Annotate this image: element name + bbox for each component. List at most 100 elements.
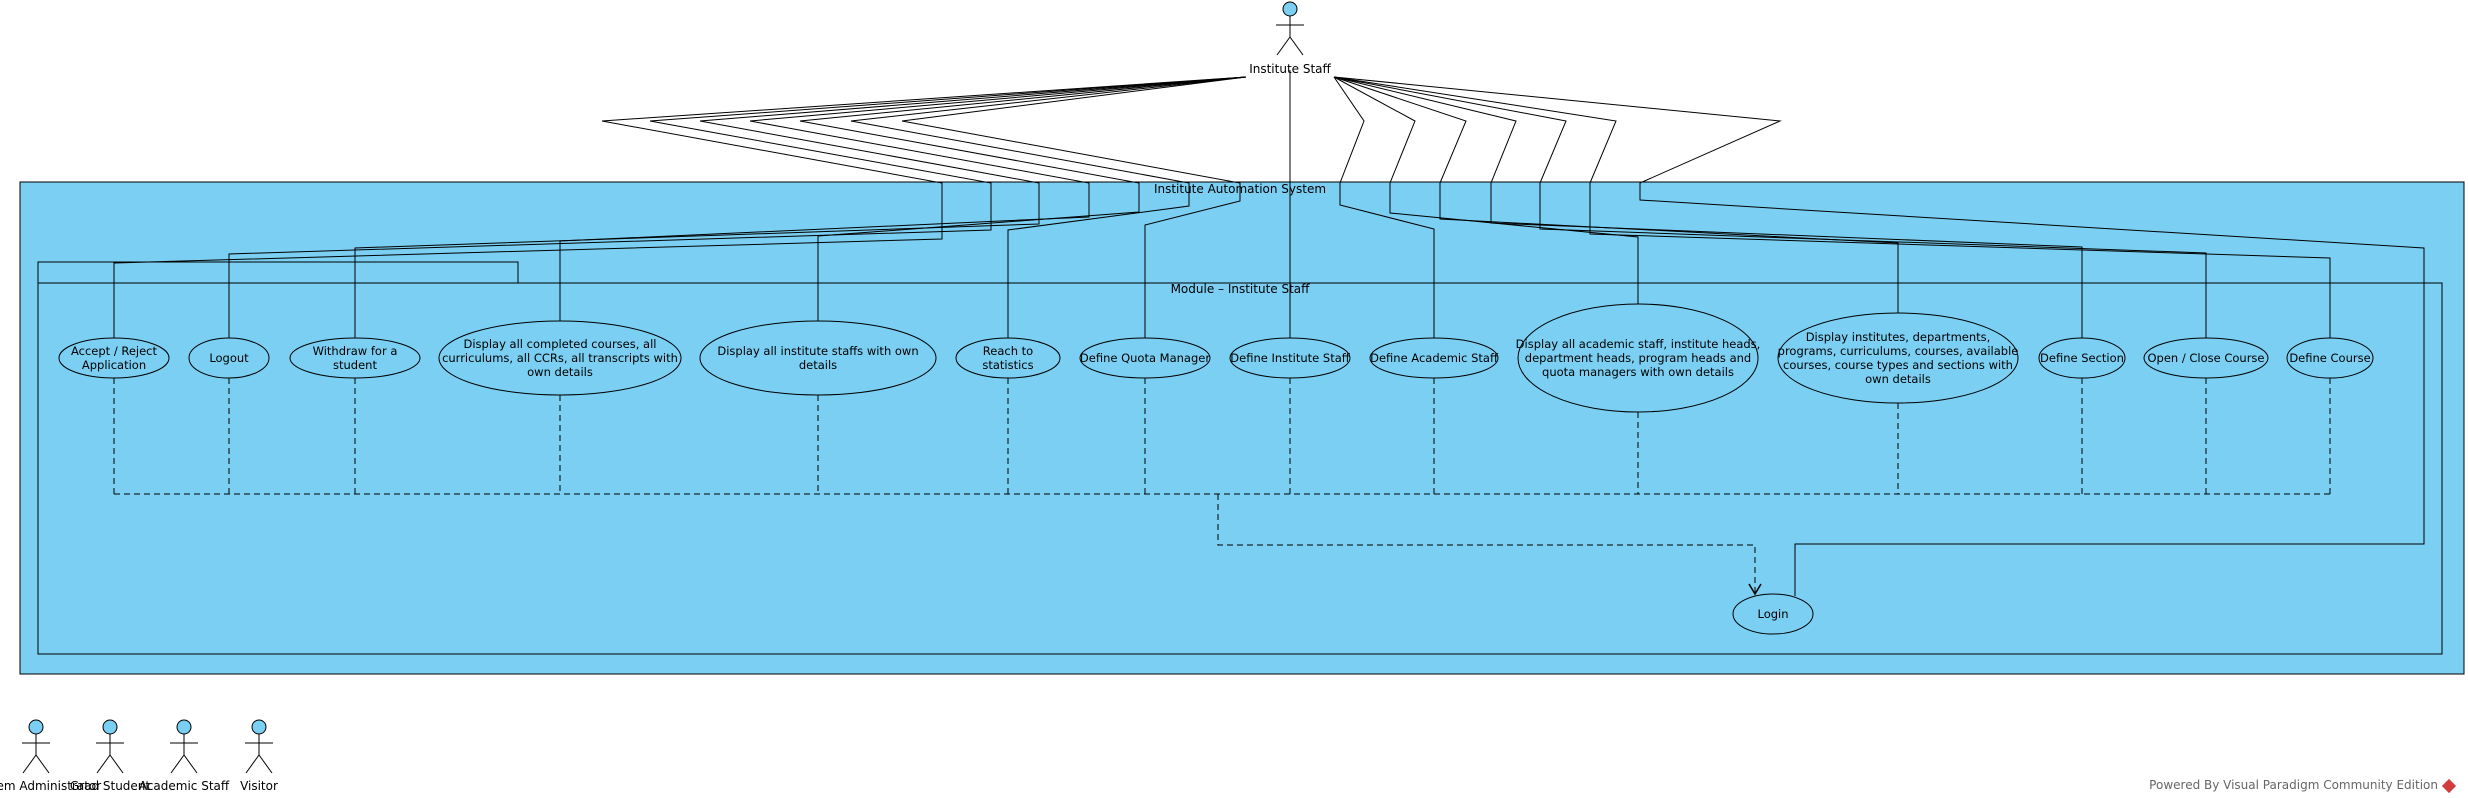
use-case-open-close-course-label: Open / Close Course	[2147, 351, 2264, 365]
actor-label: Institute Staff	[1249, 62, 1331, 76]
use-case-display-completed-courses-label: curriculums, all CCRs, all transcripts w…	[442, 351, 678, 365]
use-case-define-institute-staff: Define Institute Staff	[1229, 337, 1351, 379]
use-case-login: Login	[1732, 593, 1814, 635]
use-case-define-course-label: Define Course	[2289, 351, 2370, 365]
use-case-define-academic-staff-label: Define Academic Staff	[1370, 351, 1499, 365]
use-case-display-institute-staffs-label: Display all institute staffs with own	[717, 344, 918, 358]
use-case-display-academic-staff-heads-shape	[1517, 303, 1759, 413]
use-case-display-institutes-departments-label: Display institutes, departments,	[1806, 330, 1991, 344]
use-case-open-close-course-shape	[2143, 337, 2269, 379]
actor-leg-right	[1289, 36, 1304, 56]
actor-academic-staff: Academic Staff	[139, 719, 230, 793]
association-line	[1333, 76, 1639, 304]
association-line	[354, 76, 1247, 338]
use-case-define-institute-staff-label: Define Institute Staff	[1230, 351, 1350, 365]
use-case-define-section: Define Section	[2038, 337, 2126, 379]
use-case-display-academic-staff-heads-label: Display all academic staff, institute he…	[1516, 337, 1761, 351]
use-case-define-course-shape	[2286, 337, 2374, 379]
use-case-display-institutes-departments-label: programs, curriculums, courses, availabl…	[1778, 344, 2019, 358]
footer: Powered By Visual Paradigm Community Edi…	[2149, 778, 2457, 793]
association-line	[1333, 76, 2083, 338]
actor-leg-right	[183, 754, 198, 774]
association-line	[799, 76, 1247, 321]
actor-head-icon	[28, 719, 44, 735]
actor-institute-staff: Institute Staff	[1249, 1, 1332, 76]
use-case-accept-reject-application-label: Application	[82, 358, 146, 372]
actor-label: Grad Student	[70, 779, 151, 793]
use-case-logout: Logout	[188, 337, 270, 379]
use-case-display-institutes-departments-label: courses, course types and sections with	[1783, 358, 2013, 372]
use-case-open-close-course: Open / Close Course	[2143, 337, 2269, 379]
use-case-display-academic-staff-heads: Display all academic staff, institute he…	[1516, 303, 1761, 413]
association-line	[1333, 76, 1899, 313]
association-line	[1333, 76, 2207, 338]
actor-label: Visitor	[240, 779, 278, 793]
actor-label: Academic Staff	[139, 779, 230, 793]
include-arrowhead	[1748, 583, 1762, 596]
actor-leg-left	[22, 754, 37, 774]
actor-leg-right	[109, 754, 124, 774]
actor-grad-student: Grad Student	[70, 719, 151, 793]
use-case-define-quota-manager: Define Quota Manager	[1079, 337, 1211, 379]
association-line	[850, 76, 1247, 338]
use-case-reach-statistics-shape	[955, 337, 1061, 379]
use-case-define-section-label: Define Section	[2040, 351, 2124, 365]
use-case-display-completed-courses-label: Display all completed courses, all	[464, 337, 657, 351]
actor-head-icon	[251, 719, 267, 735]
use-case-accept-reject-application-shape	[58, 337, 170, 379]
use-case-login-shape	[1732, 593, 1814, 635]
use-case-display-completed-courses: Display all completed courses, allcurric…	[438, 320, 682, 396]
use-case-define-course: Define Course	[2286, 337, 2374, 379]
use-case-logout-label: Logout	[209, 351, 249, 365]
use-case-display-completed-courses-shape	[438, 320, 682, 396]
association-line	[559, 76, 1247, 321]
association-line	[228, 76, 1247, 338]
use-case-display-academic-staff-heads-label: quota managers with own details	[1542, 365, 1734, 379]
use-case-display-institute-staffs-shape	[699, 320, 937, 396]
module-label: Module – Institute Staff	[1171, 282, 1311, 296]
use-case-display-institutes-departments: Display institutes, departments,programs…	[1777, 312, 2019, 404]
actor-label: System Administrator	[0, 779, 101, 793]
use-case-display-academic-staff-heads-label: department heads, program heads and	[1525, 351, 1751, 365]
include-to-login	[1217, 494, 1756, 594]
association-line	[1333, 76, 2331, 338]
association-line	[113, 76, 1247, 338]
actor-system-administrator: System Administrator	[0, 719, 101, 793]
actor-leg-right	[258, 754, 273, 774]
use-case-define-section-shape	[2038, 337, 2126, 379]
use-case-define-quota-manager-shape	[1079, 337, 1211, 379]
actor-head-icon	[1282, 1, 1298, 17]
use-case-reach-statistics-label: Reach to	[983, 344, 1033, 358]
actor-leg-right	[35, 754, 50, 774]
use-case-define-institute-staff-shape	[1229, 337, 1351, 379]
actor-head-icon	[176, 719, 192, 735]
actor-leg-left	[96, 754, 111, 774]
actor-visitor: Visitor	[240, 719, 278, 793]
use-case-accept-reject-application-label: Accept / Reject	[71, 344, 158, 358]
association-line-login	[1333, 76, 2425, 596]
use-case-withdraw-student-label: Withdraw for a	[313, 344, 398, 358]
actor-leg-left	[245, 754, 260, 774]
association-line	[1333, 76, 1435, 338]
actor-head-icon	[102, 719, 118, 735]
footer-text: Powered By Visual Paradigm Community Edi…	[2149, 778, 2438, 792]
use-case-withdraw-student-label: student	[333, 358, 377, 372]
use-case-logout-shape	[188, 337, 270, 379]
use-case-display-institute-staffs: Display all institute staffs with owndet…	[699, 320, 937, 396]
actor-leg-left	[170, 754, 185, 774]
use-case-login-label: Login	[1757, 607, 1788, 621]
system-boundary	[19, 181, 2465, 675]
use-case-withdraw-student-shape	[289, 337, 421, 379]
actor-leg-left	[1276, 36, 1291, 56]
use-case-reach-statistics-label: statistics	[982, 358, 1033, 372]
visual-paradigm-logo-icon	[2441, 778, 2457, 793]
use-case-display-institute-staffs-label: details	[799, 358, 837, 372]
use-case-display-institutes-departments-label: own details	[1865, 372, 1931, 386]
association-line	[901, 76, 1247, 338]
use-case-define-academic-staff: Define Academic Staff	[1369, 337, 1499, 379]
use-case-define-academic-staff-shape	[1369, 337, 1499, 379]
